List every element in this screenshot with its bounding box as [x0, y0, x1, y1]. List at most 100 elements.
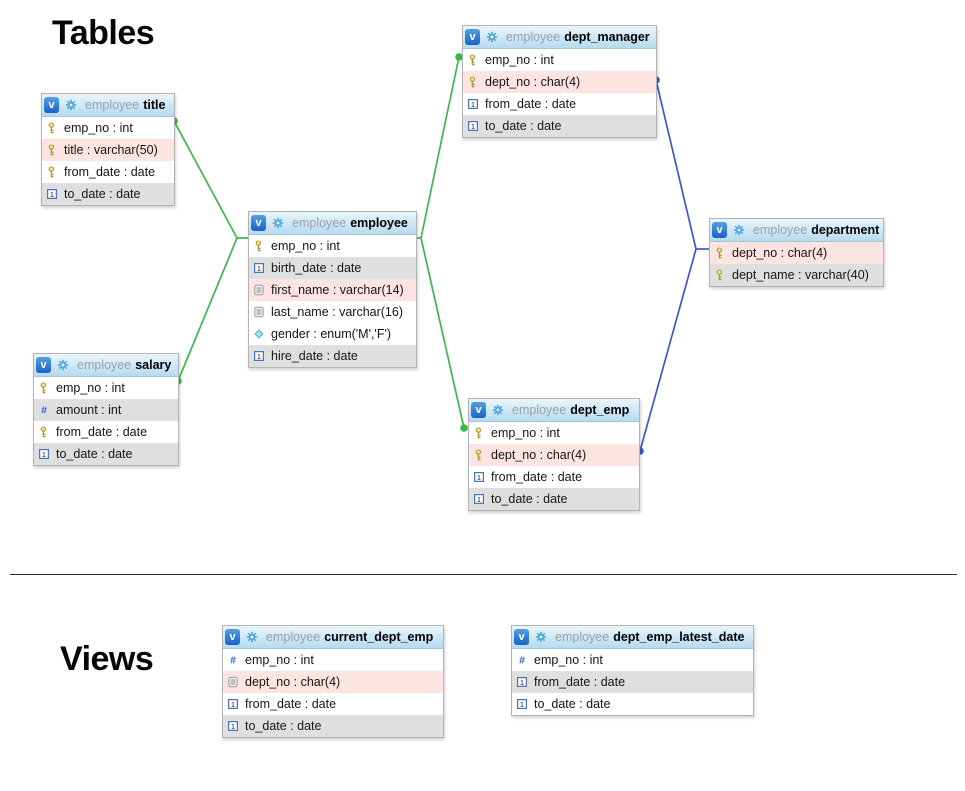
numeric-icon: [516, 654, 528, 666]
date-icon: [46, 188, 58, 200]
column-row[interactable]: to_date : date: [34, 443, 178, 465]
date-icon: [38, 448, 50, 460]
column-label: hire_date : date: [271, 349, 358, 363]
column-row[interactable]: title : varchar(50): [42, 139, 174, 161]
numeric-icon: [38, 404, 50, 416]
column-row[interactable]: amount : int: [34, 399, 178, 421]
column-label: from_date : date: [534, 675, 626, 689]
column-row[interactable]: dept_no : char(4): [710, 242, 883, 264]
column-row[interactable]: dept_no : char(4): [223, 671, 443, 693]
column-label: emp_no : int: [64, 121, 133, 135]
tables-section-heading: Tables: [52, 14, 155, 52]
date-icon: [227, 720, 239, 732]
column-row[interactable]: emp_no : int: [469, 422, 639, 444]
view-badge-icon: v: [251, 215, 266, 231]
table-header[interactable]: v employee dept_manager: [463, 26, 656, 49]
gear-icon: [535, 631, 547, 643]
column-row[interactable]: emp_no : int: [223, 649, 443, 671]
gear-icon: [57, 359, 69, 371]
column-label: from_date : date: [491, 470, 583, 484]
primary-key-icon: [46, 122, 58, 134]
text-icon: [253, 306, 265, 318]
column-row[interactable]: from_date : date: [512, 671, 753, 693]
column-label: to_date : date: [491, 492, 568, 506]
column-row[interactable]: emp_no : int: [249, 235, 416, 257]
column-label: birth_date : date: [271, 261, 362, 275]
primary-key-icon: [473, 427, 485, 439]
schema-label: employee: [555, 630, 610, 644]
date-icon: [227, 698, 239, 710]
gear-icon: [486, 31, 498, 43]
column-label: emp_no : int: [485, 53, 554, 67]
text-icon: [227, 676, 239, 688]
view-badge-icon: v: [712, 222, 727, 238]
table-salary: v employee salary emp_no : int amount : …: [33, 353, 179, 466]
column-row[interactable]: emp_no : int: [34, 377, 178, 399]
table-name: dept_manager: [564, 30, 650, 44]
column-label: to_date : date: [56, 447, 133, 461]
table-header[interactable]: v employee current_dept_emp: [223, 626, 443, 649]
column-row[interactable]: from_date : date: [223, 693, 443, 715]
enum-icon: [253, 328, 265, 340]
relationship-line[interactable]: [639, 248, 697, 452]
views-section-heading: Views: [60, 640, 154, 678]
table-name: salary: [135, 358, 172, 372]
primary-key-icon: [46, 144, 58, 156]
column-row[interactable]: dept_name : varchar(40): [710, 264, 883, 286]
primary-key-icon: [714, 247, 726, 259]
date-icon: [467, 120, 479, 132]
column-row[interactable]: to_date : date: [512, 693, 753, 715]
column-row[interactable]: dept_no : char(4): [469, 444, 639, 466]
column-row[interactable]: from_date : date: [34, 421, 178, 443]
column-label: first_name : varchar(14): [271, 283, 404, 297]
column-row[interactable]: last_name : varchar(16): [249, 301, 416, 323]
column-label: dept_no : char(4): [245, 675, 341, 689]
view-badge-icon: v: [514, 629, 529, 645]
gear-icon: [272, 217, 284, 229]
column-label: from_date : date: [56, 425, 148, 439]
column-row[interactable]: from_date : date: [463, 93, 656, 115]
primary-key-icon: [467, 54, 479, 66]
view-badge-icon: v: [36, 357, 51, 373]
column-row[interactable]: to_date : date: [463, 115, 656, 137]
column-row[interactable]: hire_date : date: [249, 345, 416, 367]
column-label: title : varchar(50): [64, 143, 158, 157]
table-name: dept_emp_latest_date: [613, 630, 745, 644]
column-row[interactable]: to_date : date: [469, 488, 639, 510]
relationship-line[interactable]: [173, 120, 238, 239]
table-header[interactable]: v employee salary: [34, 354, 178, 377]
table-header[interactable]: v employee employee: [249, 212, 416, 235]
schema-label: employee: [753, 223, 808, 237]
column-row[interactable]: first_name : varchar(14): [249, 279, 416, 301]
relationship-line[interactable]: [177, 237, 238, 382]
column-label: last_name : varchar(16): [271, 305, 404, 319]
column-row[interactable]: emp_no : int: [42, 117, 174, 139]
column-row[interactable]: dept_no : char(4): [463, 71, 656, 93]
column-row[interactable]: to_date : date: [42, 183, 174, 205]
gear-icon: [246, 631, 258, 643]
column-row[interactable]: gender : enum('M','F'): [249, 323, 416, 345]
column-row[interactable]: to_date : date: [223, 715, 443, 737]
column-row[interactable]: emp_no : int: [512, 649, 753, 671]
date-icon: [473, 471, 485, 483]
table-header[interactable]: v employee department: [710, 219, 883, 242]
table-header[interactable]: v employee dept_emp_latest_date: [512, 626, 753, 649]
column-label: gender : enum('M','F'): [271, 327, 392, 341]
table-header[interactable]: v employee dept_emp: [469, 399, 639, 422]
table-employee: v employee employee emp_no : int birth_d…: [248, 211, 417, 368]
primary-key-icon: [38, 426, 50, 438]
column-label: from_date : date: [485, 97, 577, 111]
column-row[interactable]: from_date : date: [42, 161, 174, 183]
date-icon: [467, 98, 479, 110]
column-row[interactable]: emp_no : int: [463, 49, 656, 71]
relationship-line[interactable]: [420, 56, 460, 239]
column-row[interactable]: from_date : date: [469, 466, 639, 488]
column-row[interactable]: birth_date : date: [249, 257, 416, 279]
relationship-line[interactable]: [655, 79, 697, 250]
column-label: dept_name : varchar(40): [732, 268, 869, 282]
table-header[interactable]: v employee title: [42, 94, 174, 117]
relationship-line[interactable]: [420, 237, 465, 429]
date-icon: [253, 262, 265, 274]
column-label: from_date : date: [245, 697, 337, 711]
schema-label: employee: [292, 216, 347, 230]
